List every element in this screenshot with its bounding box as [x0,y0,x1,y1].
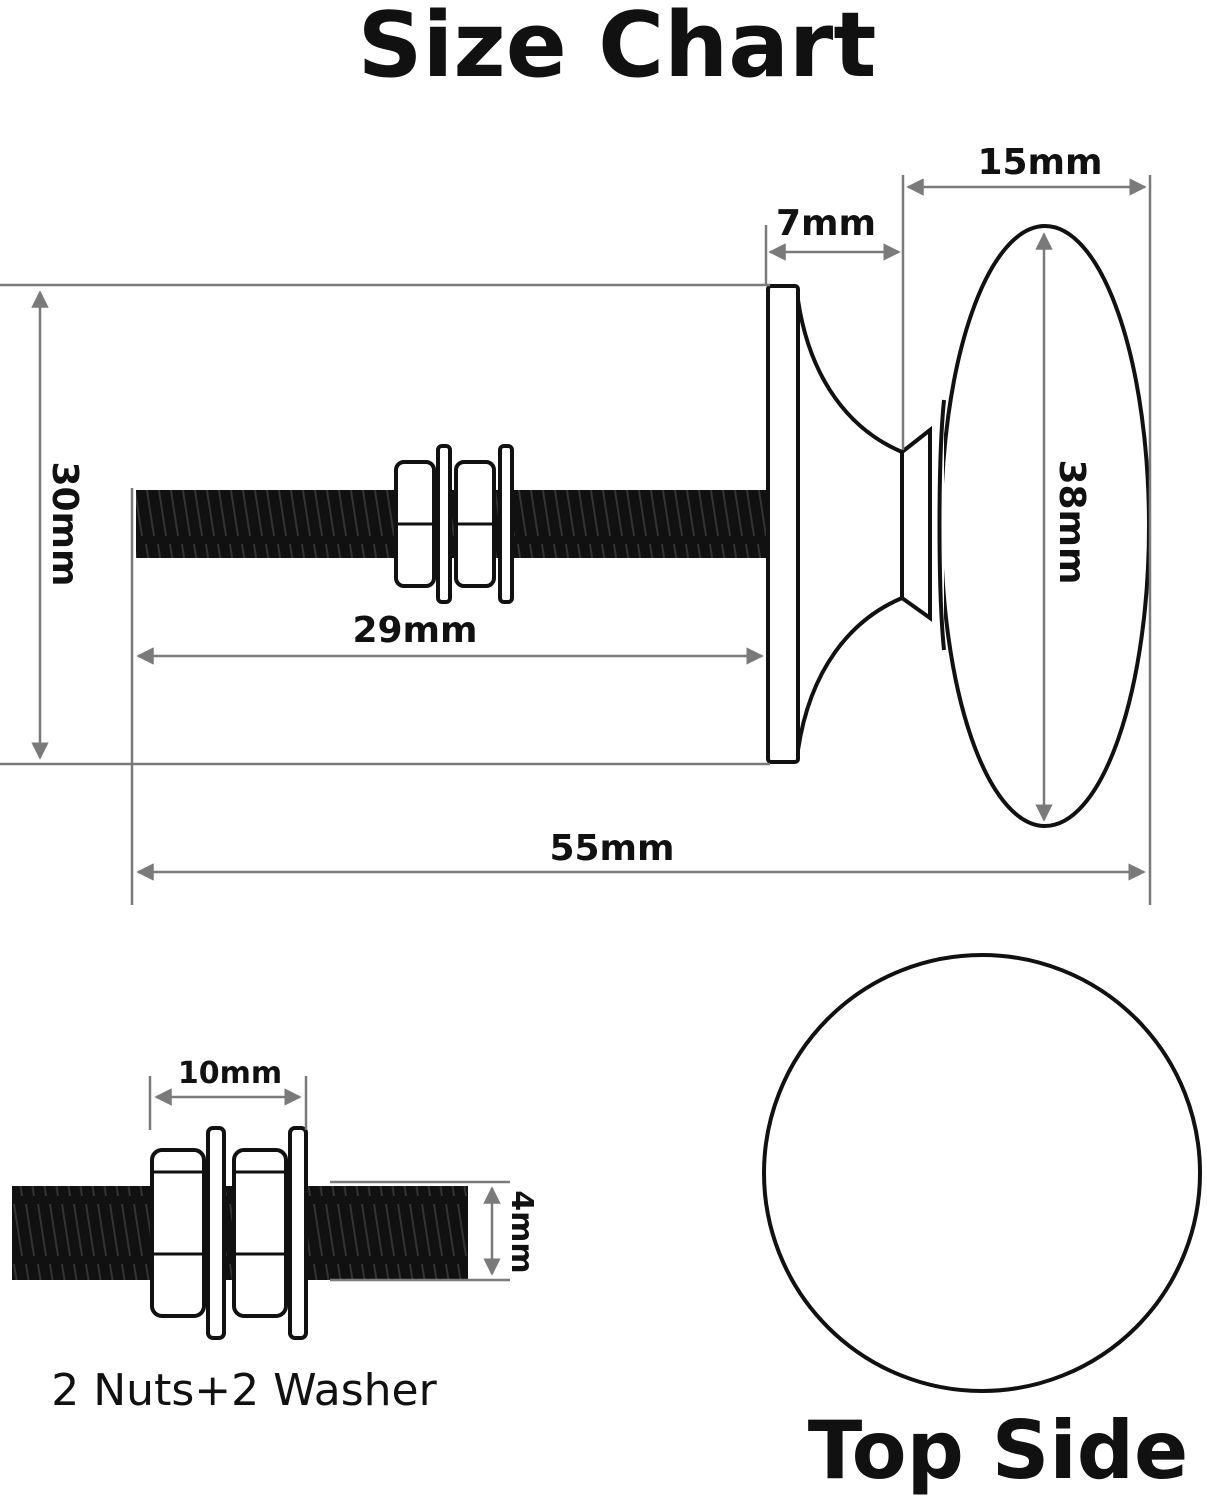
knob-neck [796,299,904,751]
label-15mm: 15mm [977,142,1102,183]
hardware-detail [12,1076,510,1340]
label-4mm: 4mm [504,1190,539,1273]
rod-nut-set [394,444,514,604]
top-view-caption: Top Side [808,1404,1189,1497]
dimension-lines [0,175,1152,905]
label-7mm: 7mm [776,203,876,244]
label-55mm: 55mm [549,828,674,869]
chart-title: Size Chart [358,0,877,98]
hardware-caption: 2 Nuts+2 Washer [51,1365,437,1416]
label-10mm: 10mm [178,1056,282,1091]
label-38mm: 38mm [1051,459,1092,584]
knob-base-plate [766,284,800,764]
top-view-circle [762,953,1202,1393]
label-29mm: 29mm [352,610,477,651]
label-30mm: 30mm [44,461,85,586]
knob-side-view [136,224,1151,828]
